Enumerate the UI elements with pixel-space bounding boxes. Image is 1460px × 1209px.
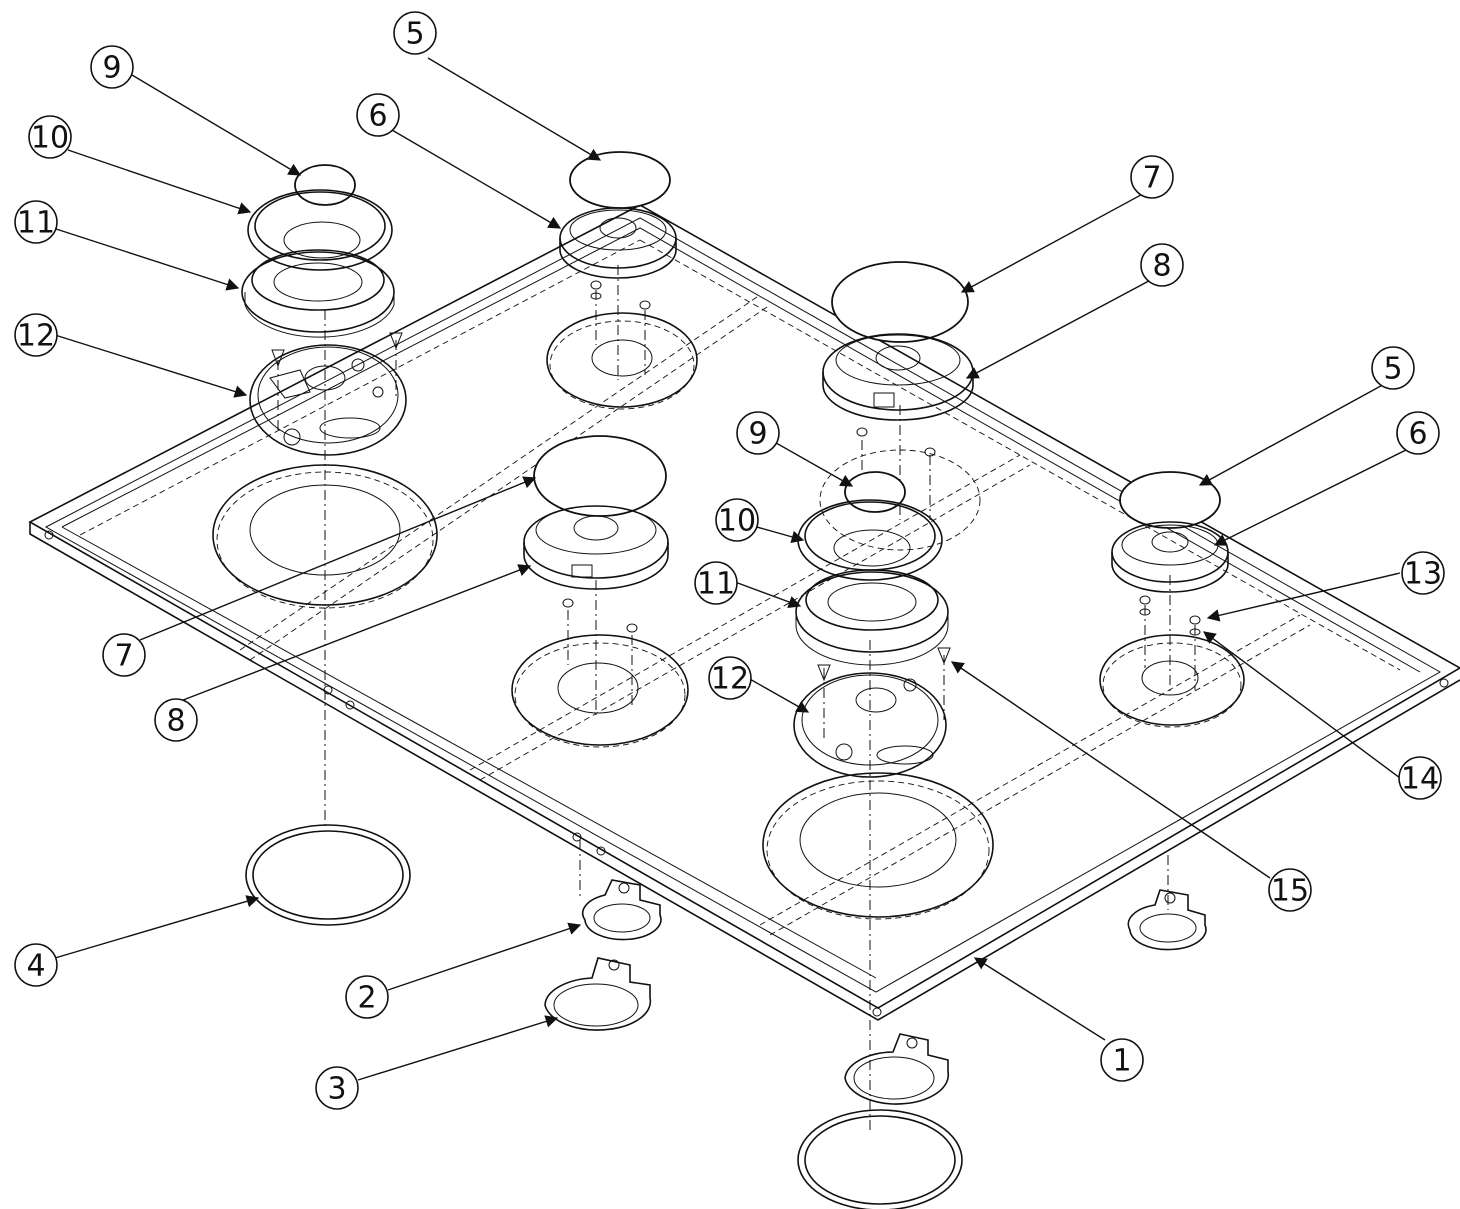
- leader-lines: [52, 57, 1411, 1081]
- callout-9-left: 9: [90, 45, 134, 89]
- underside-parts: [245, 824, 1207, 1209]
- callout-12-center: 12: [708, 656, 752, 700]
- svg-text:12: 12: [17, 319, 55, 354]
- svg-text:9: 9: [748, 417, 767, 452]
- callout-12-left: 12: [14, 313, 58, 357]
- callout-10-left: 10: [28, 115, 72, 159]
- callout-10-center: 10: [715, 498, 759, 542]
- svg-text:9: 9: [102, 51, 121, 86]
- svg-text:4: 4: [26, 949, 45, 984]
- svg-text:1: 1: [1112, 1044, 1131, 1079]
- svg-text:6: 6: [368, 99, 387, 134]
- callout-14: 14: [1398, 756, 1442, 800]
- callout-7-front: 7: [102, 633, 146, 677]
- svg-text:2: 2: [357, 981, 376, 1016]
- svg-text:7: 7: [114, 639, 133, 674]
- callout-13: 13: [1401, 551, 1445, 595]
- cooktop-tray: [28, 204, 1460, 1021]
- burner-medium-front: [523, 435, 669, 633]
- callout-11-left: 11: [14, 200, 58, 244]
- svg-text:12: 12: [711, 662, 749, 697]
- svg-text:14: 14: [1401, 762, 1439, 797]
- callout-6-front: 6: [1396, 411, 1440, 455]
- callout-11-center: 11: [694, 561, 738, 605]
- callout-15: 15: [1268, 868, 1312, 912]
- svg-text:8: 8: [166, 704, 185, 739]
- callout-5-front: 5: [1371, 346, 1415, 390]
- callout-4: 4: [14, 943, 58, 987]
- burner-triple-ring-left: [241, 164, 407, 456]
- callout-1: 1: [1100, 1038, 1144, 1082]
- svg-text:3: 3: [327, 1072, 346, 1107]
- svg-text:5: 5: [1383, 352, 1402, 387]
- tray-openings: [212, 312, 1245, 920]
- burner-small-rear: [559, 151, 677, 310]
- center-lines: [277, 265, 1196, 1130]
- svg-text:13: 13: [1404, 557, 1442, 592]
- svg-text:8: 8: [1152, 249, 1171, 284]
- svg-text:10: 10: [31, 121, 69, 156]
- callout-3: 3: [315, 1066, 359, 1110]
- callout-2: 2: [345, 975, 389, 1019]
- burner-small-front: [1111, 471, 1229, 636]
- callout-6-rear: 6: [356, 93, 400, 137]
- svg-text:15: 15: [1271, 874, 1309, 909]
- callout-5-rear: 5: [393, 11, 437, 55]
- callout-9-center: 9: [736, 411, 780, 455]
- callout-8-front: 8: [154, 698, 198, 742]
- callout-7-rear: 7: [1130, 155, 1174, 199]
- burner-medium-rear: [822, 261, 974, 457]
- svg-text:11: 11: [17, 206, 55, 241]
- svg-text:5: 5: [405, 17, 424, 52]
- svg-text:6: 6: [1408, 417, 1427, 452]
- svg-text:11: 11: [697, 567, 735, 602]
- svg-text:7: 7: [1142, 161, 1161, 196]
- callout-8-rear: 8: [1140, 243, 1184, 287]
- burner-triple-ring-center: [793, 471, 951, 778]
- svg-text:10: 10: [718, 504, 756, 539]
